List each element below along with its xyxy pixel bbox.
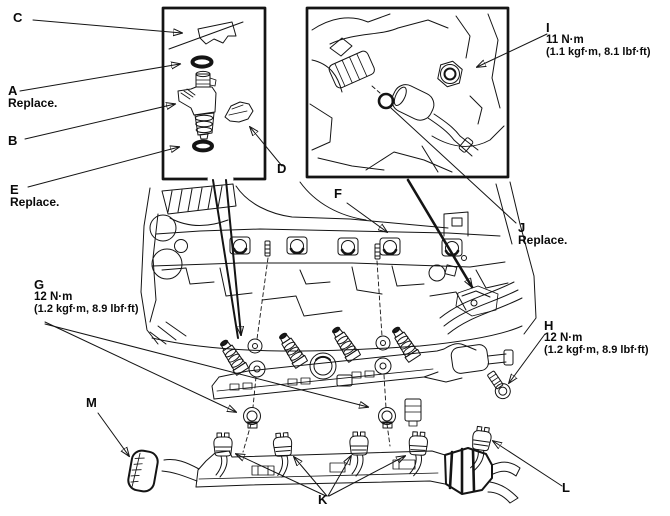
inset-fuel-line-detail (305, 6, 510, 179)
callout-g-torque-alt: (1.2 kgf·m, 8.9 lbf·ft) (34, 303, 139, 315)
callout-l: L (562, 481, 570, 494)
arrow-h (509, 333, 546, 383)
fuel-injector (177, 70, 217, 140)
callout-b-letter: B (8, 133, 18, 148)
callout-h-torque: 12 N·m (544, 332, 583, 344)
callout-e-letter: E (10, 182, 19, 197)
callout-h-letter: H (544, 318, 554, 333)
harness-main-connector (127, 449, 159, 493)
callout-a: A Replace. (8, 84, 57, 110)
callout-l-letter: L (562, 480, 570, 495)
callout-b: B (8, 134, 17, 147)
injector-connector (272, 431, 295, 479)
arrow-a (19, 64, 180, 92)
callout-m: M (86, 396, 97, 409)
callout-c: C (13, 11, 22, 24)
callout-g: G 12 N·m (1.2 kgf·m, 8.9 lbf·ft) (34, 278, 139, 315)
rail-mount-nut (243, 407, 261, 429)
arrow-l (493, 441, 563, 487)
engine-line-art (140, 181, 537, 352)
fuel-line-clamp (455, 285, 499, 317)
feed-line-nut (437, 60, 463, 88)
arrow-e (27, 147, 179, 188)
feed-line-o-ring (377, 92, 395, 110)
callout-i: I 11 N·m (1.1 kgf·m, 8.1 lbf·ft) (546, 21, 651, 58)
injector-clip (224, 101, 254, 123)
rail-mount-studs (264, 240, 381, 260)
callout-i-letter: I (546, 20, 550, 35)
callout-k: K (318, 493, 327, 506)
leader-lines (212, 107, 517, 339)
injector-harness (127, 425, 521, 504)
mount-bolt (487, 370, 511, 400)
inset-injector-exploded (161, 6, 267, 182)
arrow-k4 (328, 456, 405, 497)
callout-c-letter: C (13, 10, 23, 25)
fuel-rail-assembly (211, 257, 514, 453)
pulsation-damper (309, 352, 337, 380)
arrow-g1 (44, 321, 236, 412)
injector-on-rail (328, 323, 362, 364)
rail-mount-nut (378, 407, 396, 429)
callout-g-letter: G (34, 277, 45, 292)
injector-connector (213, 432, 233, 478)
injector-seat (197, 21, 237, 45)
callout-f-letter: F (334, 186, 342, 201)
seal-ring-lower (192, 139, 214, 153)
callout-i-torque: 11 N·m (546, 34, 584, 46)
rail-bracket-connector (404, 398, 422, 427)
injector-on-rail (388, 323, 422, 364)
callout-h-torque-alt: (1.2 kgf·m, 8.9 lbf·ft) (544, 344, 649, 356)
callout-e-note: Replace. (10, 195, 60, 209)
callout-f: F (334, 187, 342, 200)
arrow-i (477, 33, 548, 67)
callout-d: D (277, 162, 286, 175)
injector-on-rail (275, 329, 309, 370)
callout-d-letter: D (277, 161, 287, 176)
injector-connector (349, 431, 369, 477)
callout-j-letter: J (518, 220, 526, 235)
arrow-b (24, 104, 175, 140)
callout-arrows (19, 19, 563, 497)
arrow-k3 (327, 456, 351, 497)
callout-h: H 12 N·m (1.2 kgf·m, 8.9 lbf·ft) (544, 319, 649, 356)
arrow-m (97, 412, 129, 456)
arrow-c (32, 19, 182, 33)
arrow-k1 (236, 454, 327, 497)
callout-e: E Replace. (10, 183, 59, 209)
callout-a-note: Replace. (8, 96, 58, 110)
injector-connector (406, 431, 429, 477)
callout-m-letter: M (86, 395, 97, 410)
arrow-k2 (294, 457, 328, 497)
fuel-feed-hose (328, 37, 479, 157)
callout-j: J Replace. (518, 221, 567, 247)
arrow-f (346, 202, 387, 232)
callout-k-letter: K (318, 492, 328, 507)
arrow-g2 (44, 323, 368, 407)
arrow-d (250, 127, 283, 167)
o-ring-upper (190, 55, 214, 69)
callout-a-letter: A (8, 83, 18, 98)
callout-j-note: Replace. (518, 233, 568, 247)
callout-g-torque: 12 N·m (34, 291, 73, 303)
callout-i-torque-alt: (1.1 kgf·m, 8.1 lbf·ft) (546, 46, 651, 58)
